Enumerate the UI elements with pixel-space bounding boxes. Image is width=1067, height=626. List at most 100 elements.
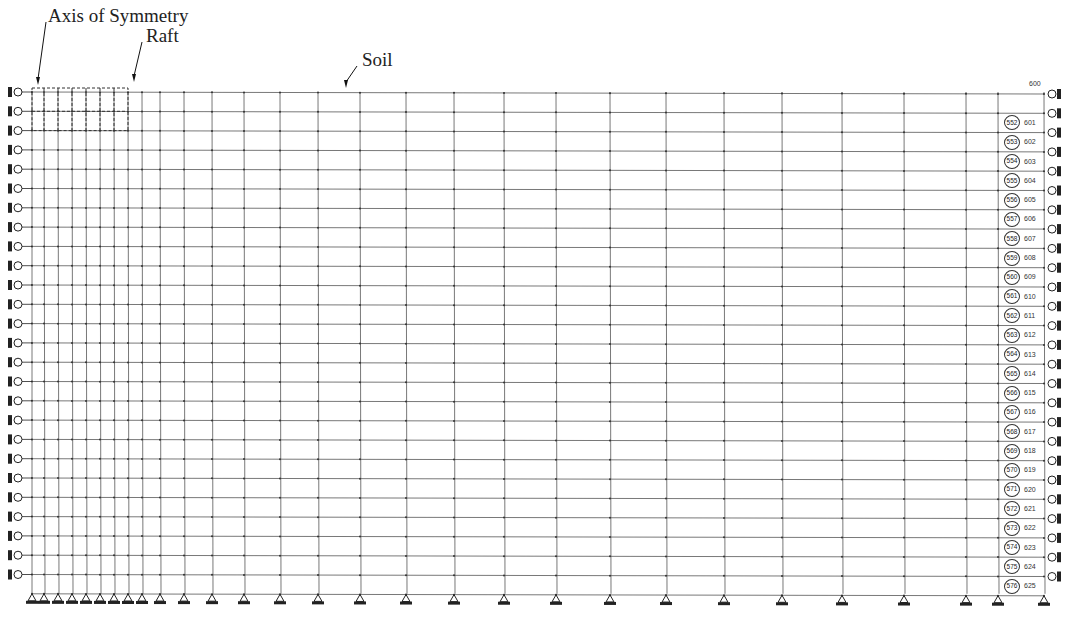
element-circle: 553 [1004,135,1020,150]
mesh-node [279,458,281,460]
axis-label: Axis of Symmetry [48,6,188,25]
mesh-node [903,517,905,519]
mesh-node [841,151,843,153]
mesh-line [72,92,73,594]
mesh-node [453,285,455,287]
leader-arrow [132,74,136,82]
support-symbol [838,595,846,602]
support-symbol [22,342,32,343]
mesh-node [453,459,455,461]
mesh-node [997,112,999,114]
mesh-node [211,169,213,171]
mesh-node [57,91,59,93]
mesh-node [405,439,407,441]
support-symbol [180,594,188,601]
support-symbol [8,87,12,97]
mesh-node [183,304,185,306]
mesh-node [405,574,407,576]
mesh-node [113,554,115,556]
soil-label: Soil [362,50,393,69]
mesh-node [85,188,87,190]
mesh-node [141,226,143,228]
mesh-node [71,226,73,228]
mesh-node [211,284,213,286]
mesh-node [965,324,967,326]
mesh-node [159,284,161,286]
mesh-node [85,516,87,518]
support-symbol [1048,302,1056,310]
mesh-node [997,363,999,365]
mesh-node [665,305,667,307]
support-symbol [1048,244,1056,252]
mesh-node [113,477,115,479]
mesh-node [903,93,905,95]
mesh-node [997,325,999,327]
mesh-node [997,575,999,577]
mesh-node [903,459,905,461]
support-symbol [22,246,32,247]
element-number: 554 [1007,158,1018,165]
mesh-node [141,535,143,537]
mesh-node [57,535,59,537]
mesh-node [359,420,361,422]
mesh-node [609,227,611,229]
element-number: 574 [1007,544,1018,551]
mesh-node [113,246,115,248]
support-symbol [14,165,22,173]
mesh-node [43,284,45,286]
support-symbol [138,594,146,601]
mesh-node [903,537,905,539]
mesh-node [317,400,319,402]
mesh-node [57,265,59,267]
mesh-node [141,516,143,518]
mesh-node [159,342,161,344]
mesh-node [99,226,101,228]
mesh-line [32,266,1044,268]
support-symbol [1057,475,1061,485]
mesh-node [841,266,843,268]
mesh-line [32,478,1044,480]
support-symbol [22,188,32,189]
mesh-node [903,112,905,114]
mesh-node [57,361,59,363]
mesh-node [781,92,783,94]
support-symbol [14,551,22,559]
mesh-node [723,440,725,442]
mesh-node [99,168,101,170]
support-symbol [68,594,76,601]
mesh-node [57,516,59,518]
support-symbol [402,595,410,602]
mesh-node [43,188,45,190]
mesh-node [113,574,115,576]
support-symbol [314,594,322,601]
mesh-node [841,537,843,539]
mesh-node [903,498,905,500]
mesh-node [57,323,59,325]
mesh-node [555,92,557,94]
support-symbol [14,300,22,308]
mesh-node [405,169,407,171]
support-symbol [1038,603,1050,606]
mesh-node [113,381,115,383]
mesh-node [127,554,129,556]
mesh-node [243,265,245,267]
mesh-node [43,168,45,170]
mesh-node [555,111,557,113]
mesh-node [317,285,319,287]
mesh-node [841,556,843,558]
support-symbol [1048,380,1056,388]
mesh-node [903,344,905,346]
mesh-node [965,344,967,346]
mesh-node [665,420,667,422]
mesh-node [113,207,115,209]
element-number: 558 [1007,236,1018,243]
mesh-node [723,536,725,538]
mesh-node [1043,305,1045,307]
support-symbol [354,601,366,604]
mesh-node [359,111,361,113]
mesh-node [99,516,101,518]
mesh-node [609,555,611,557]
mesh-node [183,439,185,441]
mesh-node [1043,556,1045,558]
mesh-node [71,477,73,479]
